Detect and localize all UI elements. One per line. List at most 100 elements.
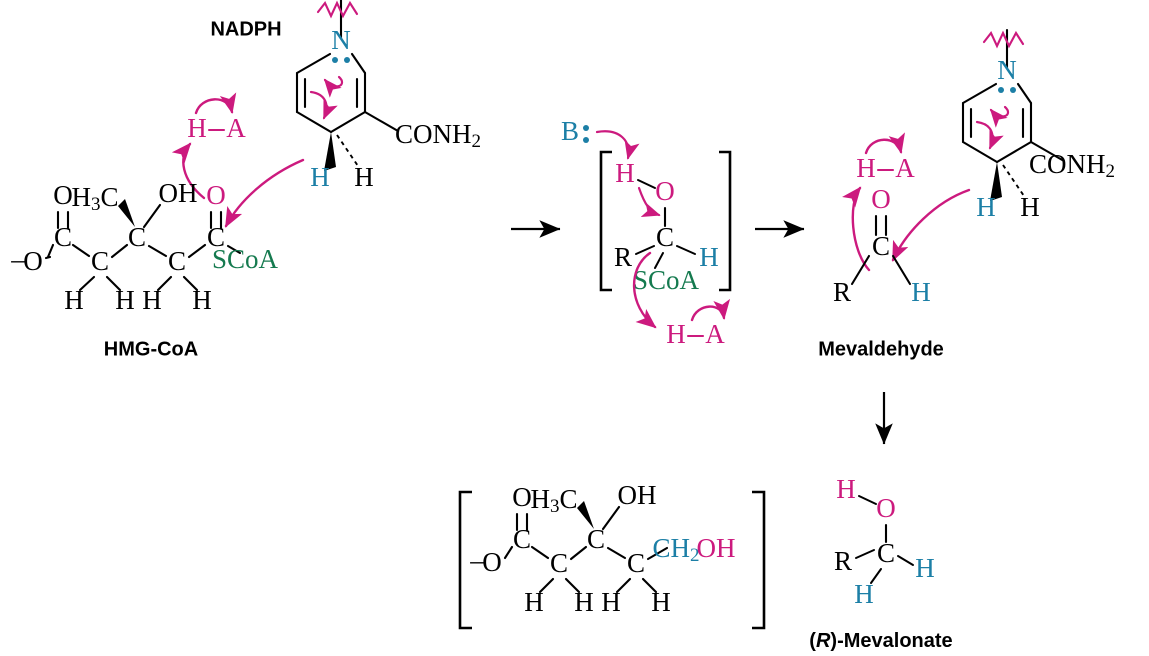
mevalonate-r-label: (R)-Mevalonate [809,630,952,652]
bond-c2-hright [564,577,581,594]
tetrahedral-carbon: C [656,222,674,252]
scoa-group: SCoA [212,244,279,274]
bond-c4-hright [641,577,658,594]
c4-atom: C [627,548,645,578]
h-blue-right: H [915,553,935,583]
aldehyde-h-blue: H [911,277,931,307]
bond-c-h-bottom [870,568,882,584]
left-bracket [599,150,612,292]
ring-bond-n-c6 [295,52,332,75]
bond-c4-ch2oh [646,546,669,561]
c3-atom: C [587,524,605,554]
right-bracket [752,490,766,630]
acid-a-atom: A [895,153,915,183]
bond-c3-oh [142,203,162,229]
acid-h-atom: H [187,113,207,143]
carboxylate-oxygen: O [23,246,43,276]
ring-bond-c4-c3 [329,110,367,134]
bond-c4-hright [182,275,199,292]
hydroxyl-h-pink: H [836,474,856,504]
amide-group: CONH2 [1029,149,1115,182]
acid-a-atom: A [705,319,725,349]
h-atom: H [524,587,544,617]
h-atom: H [651,587,671,617]
r-group: R [614,242,632,272]
carbonyl-o-top: O [512,482,532,512]
hydride-h-blue: H [976,192,996,222]
c4-atom: C [168,246,186,276]
carboxylate-oxygen: O [482,547,502,577]
r-group: R [833,277,851,307]
bond-c3-c4 [147,244,168,258]
h-atom: H [142,285,162,315]
proton-transfer-arrow [194,92,237,115]
carbonyl-o-top: O [53,180,73,210]
proton-transfer-arrow [864,132,905,155]
ring-bond-c4-c3 [995,140,1033,164]
thioester-oxygen: O [206,180,226,210]
lone-pair-dot-icon [583,125,589,131]
wedge-bond-h-icon [324,132,336,171]
scoa-leaving-group: SCoA [633,265,700,295]
h-atom: H [601,587,621,617]
carbinol-carbon: C [877,538,895,568]
bond-c-h [676,245,696,255]
ch2-group: CH2 [652,533,699,566]
bond-o-c1 [503,545,514,560]
nitrogen-atom: N [997,55,1017,85]
squiggle-bond-icon [316,0,359,19]
c1-atom: C [54,222,72,252]
amide-group: CONH2 [395,119,481,152]
nadph-nicotinamide-left: N CONH2 H H [295,0,481,192]
bond-h-o [637,179,656,189]
c3-atom: C [128,222,146,252]
resonance-arrow-2 [309,90,338,120]
h-dash-atom: H [354,162,374,192]
bond-c2-c3 [110,243,129,259]
squiggle-bond-icon [982,30,1025,49]
acid-h-atom: H [856,153,876,183]
bond-c2-hright [105,275,122,292]
resonance-arrow-1 [323,75,344,98]
oh-group-pink: OH [697,533,736,563]
right-bracket [719,150,732,292]
scoa-departure-arrow [632,251,657,329]
resonance-arrow-1 [989,105,1010,128]
resonance-arrow-2 [975,120,1004,150]
bond-h-o [858,495,877,505]
bond-c-scoa [654,252,664,269]
acid-a-atom: A [226,113,246,143]
ring-bond-c5-c4 [295,110,333,134]
bond-c1-c2 [71,243,91,258]
c5-thioester-carbon: C [207,222,225,252]
bond-c-h [891,254,912,286]
bond-o-c1 [46,243,55,259]
bond-c-r [855,549,875,559]
base-deprotonation-arrow [595,130,640,160]
mevaldehyde-structure: O C R H [833,184,931,307]
h-atom: H [64,285,84,315]
o-protonation-arrow [637,186,661,218]
mevaldehyde-label: Mevaldehyde [818,338,944,360]
dash-bond-h-icon [1002,164,1025,197]
h-atom: H [574,587,594,617]
proton-transfer-arrow [690,298,731,322]
bond-c2-hleft [78,275,96,292]
hydroxyl-group: OH [618,480,657,510]
methyl-group: H3C [530,484,577,517]
h-atom: H [192,285,212,315]
bond-c-r [635,245,655,255]
hmg-coa-label: HMG-CoA [104,338,198,360]
nadph-label-left: NADPH [210,18,281,40]
base-b-atom: B [561,116,579,146]
carbonyl-to-acid-arrow [842,186,871,272]
hydride-transfer-arrow [891,188,971,262]
lone-pair-dot-icon [332,57,338,63]
bond-c4-c5 [187,243,207,259]
mevalonate-bracketed-structure: – O C O C H H C H3C OH C H H CH2 OH [458,480,766,630]
aldehyde-oxygen: O [871,184,891,214]
bond-c-h-right [897,555,914,566]
lone-pair-dot-icon [1010,87,1016,93]
